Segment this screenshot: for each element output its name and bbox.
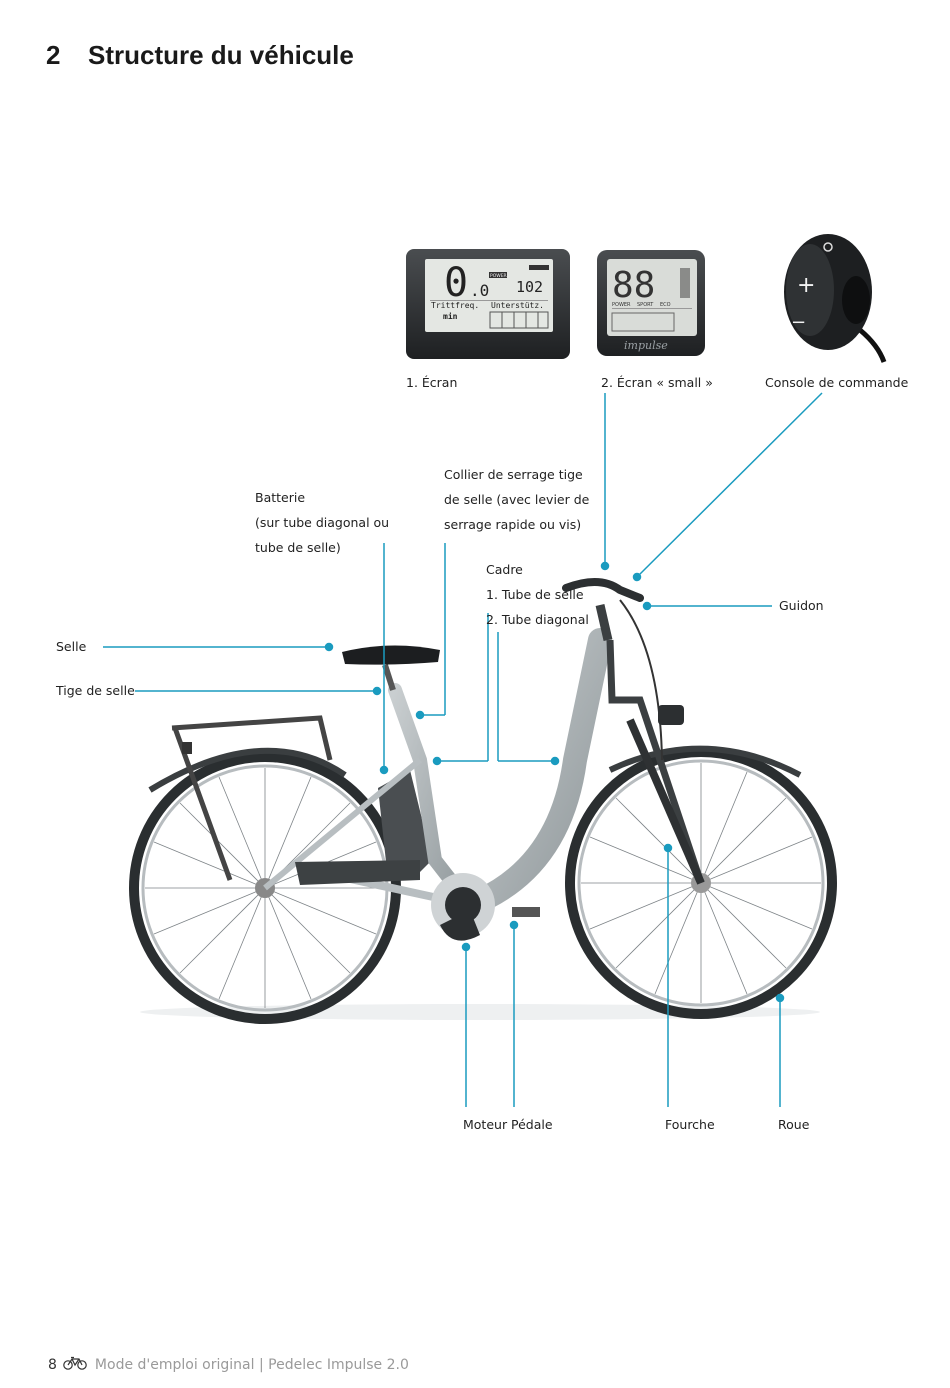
label-tige-de-selle: Tige de selle [56,683,135,698]
page-title: 2 Structure du véhicule [46,40,354,71]
display-1-sub2: Unterstütz. [491,301,544,310]
label-moteur: Moteur [463,1117,508,1132]
page-number: 8 [48,1357,57,1373]
label-selle: Selle [56,639,87,654]
label-collier-line: serrage rapide ou vis) [444,517,582,532]
label-guidon: Guidon [779,598,824,613]
label-ecran: 1. Écran [406,375,458,390]
label-batterie-line: tube de selle) [255,540,341,555]
bicycle-image [129,578,837,1024]
display-2-image [597,250,705,356]
display-1-sub1: Trittfreq. [431,301,479,310]
display-2-brand: impulse [624,339,668,352]
front-wheel [565,747,837,1019]
display-2-tag-power: POWER [612,302,631,308]
label-cadre-line: 1. Tube de selle [486,587,584,602]
page-footer: 8 Mode d'emploi original | Pedelec Impul… [48,1356,409,1374]
label-cadre: Cadre 1. Tube de selle 2. Tube diagonal [486,557,589,632]
label-roue: Roue [778,1117,810,1132]
display-2-tag-eco: ECO [660,302,671,308]
display-1-power-tag: POWER [490,273,507,279]
console-image [784,234,887,363]
label-collier-line: de selle (avec levier de [444,492,590,507]
label-batterie: Batterie (sur tube diagonal ou tube de s… [255,485,389,560]
label-collier-line: Collier de serrage tige [444,467,583,482]
label-batterie-line: (sur tube diagonal ou [255,515,390,530]
label-ecran-small: 2. Écran « small » [601,375,713,390]
section-number: 2 [46,40,61,70]
section-title: Structure du véhicule [88,40,354,70]
display-1-main-digit: 0 [444,260,468,306]
console-plus-label: + [797,273,815,298]
label-cadre-line: 2. Tube diagonal [486,612,589,627]
leader-lines [103,392,823,1107]
display-1-image [406,249,570,359]
label-console: Console de commande [765,375,909,390]
label-batterie-line: Batterie [255,490,306,505]
console-minus-label: − [791,312,806,333]
bicycle-icon [63,1356,87,1374]
label-fourche: Fourche [665,1117,715,1132]
display-1-decimal: .0 [470,281,489,300]
display-1-unit: min [443,311,458,321]
label-pedale: Pédale [511,1117,553,1132]
label-cadre-line: Cadre [486,562,523,577]
label-collier: Collier de serrage tige de selle (avec l… [444,462,589,537]
display-1-right-value: 102 [516,278,543,296]
display-2-tag-sport: SPORT [637,302,654,308]
display-2-main-digits: 88 [612,265,655,306]
footer-text: Mode d'emploi original | Pedelec Impulse… [94,1357,409,1373]
